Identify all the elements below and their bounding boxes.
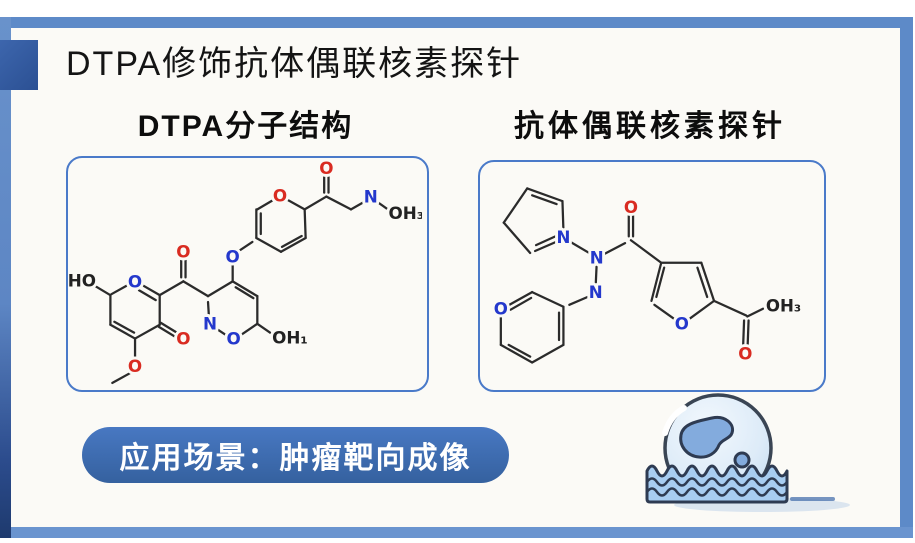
- frame-left-accent-bar: [0, 17, 11, 538]
- wave-line: [645, 477, 789, 487]
- probe-structure-diagram: N N N O O O O OH₃: [491, 187, 804, 367]
- cell-vesicle-dot: [733, 451, 751, 469]
- probe-structure-box: N N N O O O O OH₃: [478, 160, 826, 392]
- slide-title: DTPA修饰抗体偶联核素探针: [66, 45, 523, 83]
- wave-line: [645, 487, 789, 497]
- atom-label: O: [624, 198, 638, 217]
- atom-label: O: [226, 247, 240, 267]
- sphere-highlight: [662, 405, 687, 436]
- probe-atom-labels: N N N O O O O OH₃: [491, 195, 804, 367]
- frame-bottom-border: [10, 527, 913, 538]
- atom-label: O: [227, 328, 241, 348]
- probe-bonds: [499, 187, 765, 364]
- atom-label: N: [556, 228, 570, 247]
- atom-label: O: [128, 271, 142, 291]
- atom-label: N: [590, 249, 604, 268]
- atom-label: O: [273, 185, 287, 205]
- left-panel-heading: DTPA分子结构: [137, 110, 354, 143]
- application-banner-text: 应用场景：肿瘤靶向成像: [119, 442, 472, 475]
- frame-top-border: [10, 17, 913, 28]
- atom-label: N: [203, 314, 217, 334]
- application-banner: 应用场景：肿瘤靶向成像: [82, 427, 509, 483]
- frame-right-border: [900, 17, 913, 538]
- atom-label: O: [176, 242, 190, 262]
- dtpa-structure-diagram: HO O O O O N O OH₁ O O O N OH₃: [68, 158, 422, 385]
- atom-label: O: [128, 356, 142, 376]
- right-panel-heading: 抗体偶联核素探针: [514, 110, 786, 143]
- atom-label: O: [319, 158, 333, 178]
- dtpa-atom-labels: HO O O O O N O OH₁ O O O N OH₃: [68, 158, 422, 379]
- dtpa-bonds: [94, 175, 388, 385]
- atom-label: O: [675, 314, 689, 333]
- atom-label: O: [738, 345, 752, 364]
- dtpa-structure-box: HO O O O O N O OH₁ O O O N OH₃: [66, 156, 429, 392]
- atom-label: N: [589, 283, 603, 302]
- atom-label: O: [176, 328, 190, 348]
- atom-label: OH₁: [272, 327, 308, 347]
- atom-label: O: [494, 300, 508, 319]
- atom-label: OH₃: [388, 203, 422, 223]
- cell-nucleus-blob: [679, 415, 735, 459]
- cell-in-water-illustration: [645, 393, 850, 512]
- atom-label: OH₃: [766, 297, 801, 316]
- shadow-streak: [790, 497, 835, 501]
- atom-label: N: [364, 186, 378, 206]
- corner-accent-square: [0, 40, 38, 90]
- atom-label: HO: [68, 270, 96, 290]
